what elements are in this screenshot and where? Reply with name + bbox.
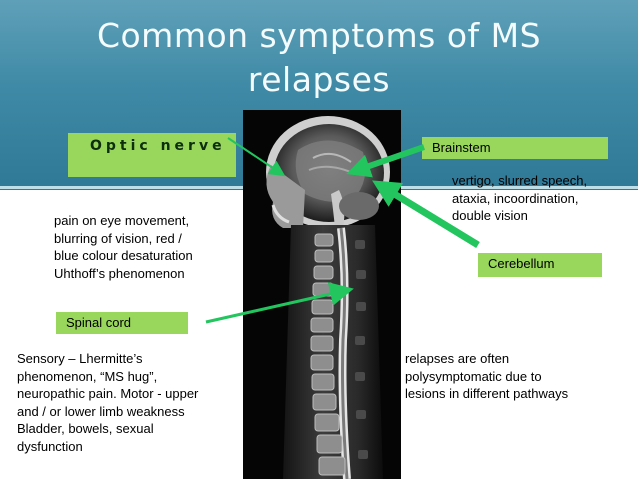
spinal-cord-label: Spinal cord [56,312,188,334]
optic-nerve-label: Optic nerve [68,133,236,177]
mri-spine-image [243,110,401,479]
relapse-note: relapses are often polysymptomatic due t… [405,351,569,401]
brainstem-symptoms: vertigo, slurred speech, ataxia, incoord… [452,173,588,223]
optic-nerve-symptoms: pain on eye movement, blurring of vision… [54,213,193,281]
spinal-cord-symptoms: Sensory – Lhermitte’s phenomenon, “MS hu… [17,351,199,454]
cerebellum-label: Cerebellum [478,253,602,277]
slide-title: Common symptoms of MS relapses [96,16,542,99]
brainstem-label: Brainstem [422,137,608,159]
